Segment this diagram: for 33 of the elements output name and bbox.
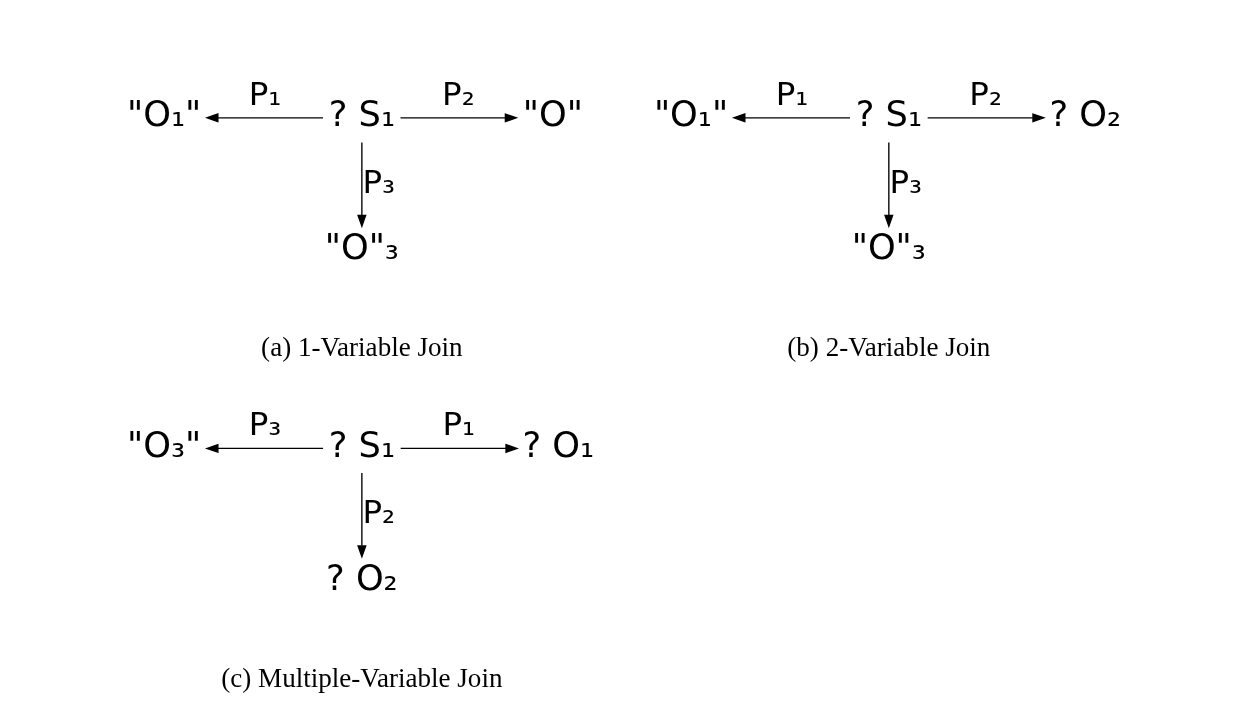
edge-label: P₁	[248, 74, 282, 113]
arrow	[357, 472, 367, 559]
edge-label: P₂	[969, 74, 1003, 113]
arrow	[400, 443, 519, 454]
node-text: "O₃"	[126, 423, 202, 465]
node-text: "O"₃	[324, 226, 399, 268]
node-text: "O₁"	[653, 93, 729, 135]
arrow	[884, 141, 894, 229]
label: (c) Multiple-Variable Join	[221, 662, 503, 693]
arrow	[204, 443, 324, 454]
node-text: ? S₁	[855, 93, 923, 135]
edge-label: P₂	[362, 493, 396, 532]
arrow	[357, 141, 367, 229]
node-text: ? S₁	[328, 93, 396, 135]
edge-label: P₃	[362, 162, 396, 201]
node-text: "O"	[522, 93, 583, 135]
node-text: ? O₁	[522, 423, 595, 465]
edge-label: P₃	[248, 405, 282, 444]
edge-label: P₁	[442, 405, 476, 444]
label: (b) 2-Variable Join	[787, 332, 991, 363]
node-text: ? O₂	[1049, 93, 1122, 135]
edge-label: P₂	[442, 74, 475, 113]
edge-label: P₃	[889, 162, 923, 201]
arrow	[399, 113, 519, 123]
edge-label: P₁	[775, 74, 809, 113]
node-text: "O₁"	[126, 93, 202, 135]
node-text: ? S₁	[328, 423, 396, 465]
label: (a) 1-Variable Join	[261, 332, 463, 363]
node-text: "O"₃	[851, 226, 926, 268]
arrow	[204, 113, 324, 123]
arrow	[926, 113, 1046, 123]
node-text: ? O₂	[326, 556, 398, 598]
arrow	[731, 113, 851, 123]
